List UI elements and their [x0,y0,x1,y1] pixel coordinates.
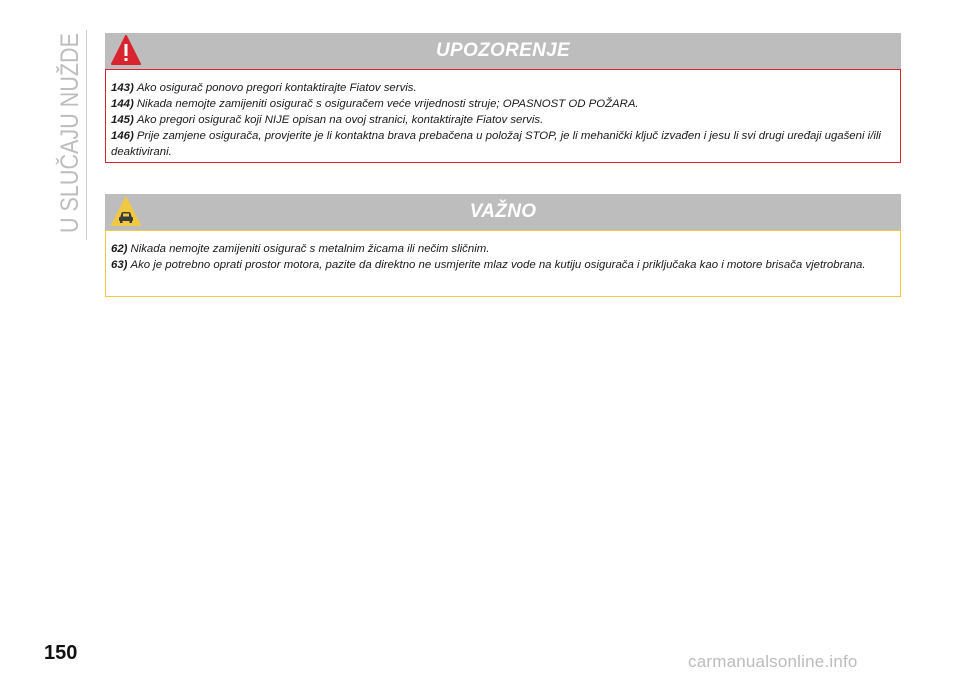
item-text: Ako osigurač ponovo pregori kontaktirajt… [136,82,417,94]
item-text: Prije zamjene osigurača, provjerite je l… [111,130,881,158]
page-number: 150 [44,642,78,664]
item-number: 146) [111,130,134,142]
warning-triangle-icon [110,33,142,69]
item-number: 144) [111,98,134,110]
list-item: 143)Ako osigurač ponovo pregori kontakti… [111,80,896,96]
list-item: 146)Prije zamjene osigurača, provjerite … [111,128,896,160]
important-body: 62)Nikada nemojte zamijeniti osigurač s … [105,230,901,297]
item-text: Nikada nemojte zamijeniti osigurač s osi… [136,98,639,110]
watermark: carmanualsonline.info [688,652,858,671]
item-number: 63) [111,259,128,271]
item-number: 62) [111,243,128,255]
item-text: Nikada nemojte zamijeniti osigurač s met… [130,243,490,255]
list-item: 144)Nikada nemojte zamijeniti osigurač s… [111,96,896,112]
important-title: VAŽNO [469,201,537,222]
important-box: VAŽNO 62)Nikada nemojte zamijeniti osigu… [105,194,901,297]
section-side-title-text: U SLUČAJU NUŽDE [55,33,84,233]
list-item: 145)Ako pregori osigurač koji NIJE opisa… [111,112,896,128]
item-number: 145) [111,114,134,126]
warning-box: UPOZORENJE 143)Ako osigurač ponovo prego… [105,33,901,163]
warning-body: 143)Ako osigurač ponovo pregori kontakti… [105,69,901,163]
warning-header: UPOZORENJE [105,33,901,69]
list-item: 63)Ako je potrebno oprati prostor motora… [111,257,896,273]
list-item: 62)Nikada nemojte zamijeniti osigurač s … [111,241,896,257]
side-divider [86,30,87,240]
item-text: Ako je potrebno oprati prostor motora, p… [130,259,866,271]
section-side-title: U SLUČAJU NUŽDE [50,30,86,235]
item-text: Ako pregori osigurač koji NIJE opisan na… [136,114,544,126]
item-number: 143) [111,82,134,94]
car-caution-icon [110,194,142,230]
warning-title: UPOZORENJE [436,40,570,61]
important-header: VAŽNO [105,194,901,230]
